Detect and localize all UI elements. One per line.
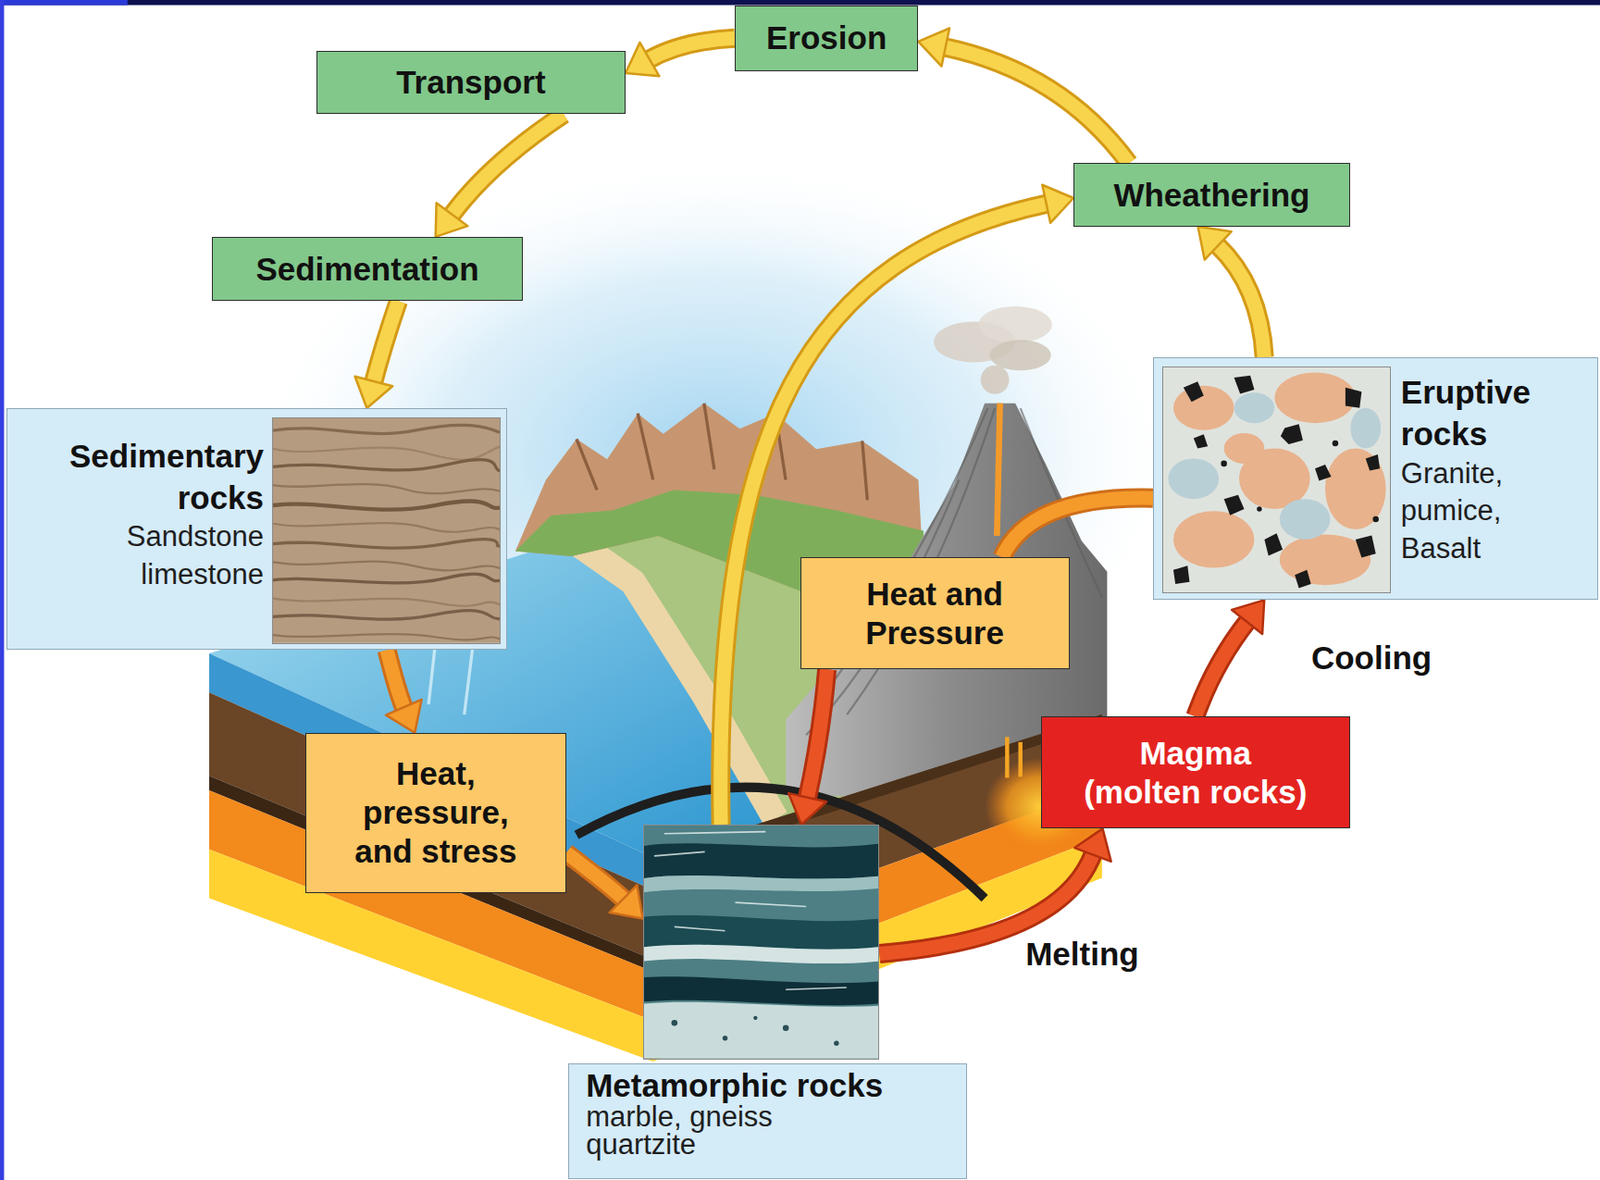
arrow-head	[1074, 828, 1111, 861]
arrow-head	[625, 42, 659, 76]
process-box: Erosion	[734, 5, 918, 73]
arrow-outline	[806, 669, 827, 799]
edge-label-holder: Melting	[1025, 936, 1139, 973]
arrow-head	[1041, 185, 1074, 224]
process-box: Sedimentation	[211, 236, 522, 301]
rock-text: Eruptive rocksGranite, pumice, Basalt	[1401, 372, 1577, 567]
flow-arrow	[566, 853, 644, 919]
arrow-head	[609, 884, 644, 918]
flow-arrow	[1002, 497, 1154, 558]
rock-photo	[643, 824, 881, 1060]
flow-arrow	[435, 113, 564, 236]
sandstone-photo	[272, 418, 500, 644]
flow-arrow	[1197, 226, 1265, 358]
arrow-shaft	[1195, 620, 1249, 717]
arrow-outline	[1195, 620, 1249, 717]
rock-examples: marble, gneiss quartzite	[585, 1103, 827, 1158]
arrow-head	[355, 376, 394, 409]
arrow-shaft	[1216, 244, 1265, 358]
flow-arrow	[385, 649, 422, 732]
rock-heading: Eruptive rocks	[1401, 372, 1577, 456]
label-stack: Heat and Pressure	[842, 574, 1028, 653]
edge-label: Melting	[1025, 936, 1139, 973]
arrow-shaft	[450, 113, 564, 216]
label-stack: Wheathering	[1113, 175, 1310, 215]
flow-arrow	[879, 828, 1111, 954]
flow-arrow	[625, 37, 735, 76]
earth-cross-section	[209, 653, 1103, 1062]
rock-heading: Metamorphic rocks	[585, 1067, 957, 1104]
flow-arrow	[355, 300, 399, 409]
arrow-shaft	[1002, 497, 1154, 558]
granite-photo	[1163, 367, 1390, 593]
rock-type-box: Eruptive rocksGranite, pumice, Basalt	[1153, 357, 1599, 600]
box-label: Sedimentation	[255, 249, 479, 289]
box-label: Magma (molten rocks)	[1079, 733, 1312, 812]
condition-box: Heat and Pressure	[800, 557, 1070, 670]
rock-text: Sedimentary rocksSandstone limestone	[21, 435, 264, 594]
flow-arrow	[1195, 599, 1265, 717]
label-stack: Magma (molten rocks)	[1079, 733, 1312, 812]
rock-type-box: Sedimentary rocksSandstone limestone	[6, 408, 508, 650]
arrow-head	[788, 793, 827, 825]
arrow-head	[385, 699, 422, 733]
rock-type-box: Metamorphic rocksmarble, gneiss quartzit…	[568, 824, 968, 1179]
flow-arrow	[720, 185, 1074, 825]
arrow-head	[435, 202, 469, 237]
arrow-shaft	[566, 853, 625, 901]
arrow-outline	[386, 649, 405, 709]
magma-box: Magma (molten rocks)	[1041, 716, 1351, 829]
arrow-outline	[450, 113, 564, 216]
box-label: Erosion	[766, 18, 887, 58]
arrow-head	[917, 28, 950, 67]
rock-photo	[1162, 366, 1391, 594]
label-stack: Erosion	[766, 18, 887, 58]
box-label: Heat, pressure, and stress	[347, 754, 524, 871]
arrow-outline	[372, 300, 398, 384]
arrow-shaft	[806, 669, 827, 799]
rock-photo	[272, 417, 501, 645]
box-label: Transport	[396, 62, 546, 102]
edge-label: Cooling	[1311, 640, 1432, 677]
arrow-shaft	[943, 47, 1129, 164]
arrow-outline	[566, 853, 625, 901]
arrow-outline	[647, 37, 735, 61]
arrow-outline	[720, 203, 1049, 825]
flow-arrow	[917, 28, 1129, 164]
process-box: Wheathering	[1073, 162, 1351, 226]
arrow-shaft	[386, 649, 405, 709]
process-box: Transport	[316, 50, 626, 114]
label-stack: Sedimentation	[255, 249, 479, 289]
arrow-head	[1197, 226, 1231, 261]
arrow-outline	[943, 47, 1129, 164]
rock-examples: Granite, pumice, Basalt	[1401, 455, 1577, 568]
box-label: Heat and Pressure	[842, 574, 1028, 653]
box-label: Wheathering	[1113, 175, 1310, 215]
rock-heading: Sedimentary rocks	[21, 435, 264, 520]
arrow-outline	[1002, 497, 1154, 558]
arrow-shaft	[720, 203, 1049, 825]
label-stack: Transport	[396, 62, 546, 102]
flow-arrow	[788, 669, 828, 825]
arrow-head	[1231, 599, 1265, 634]
rock-examples: Sandstone limestone	[21, 518, 264, 594]
label-stack: Heat, pressure, and stress	[347, 754, 524, 871]
arrow-shaft	[372, 300, 398, 384]
arrow-outline	[1216, 244, 1265, 358]
arrow-shaft	[647, 37, 735, 61]
gneiss-photo	[644, 825, 880, 1059]
condition-box: Heat, pressure, and stress	[305, 732, 567, 894]
rock-label-box: Metamorphic rocksmarble, gneiss quartzit…	[568, 1063, 968, 1179]
edge-label-holder: Cooling	[1311, 640, 1432, 677]
